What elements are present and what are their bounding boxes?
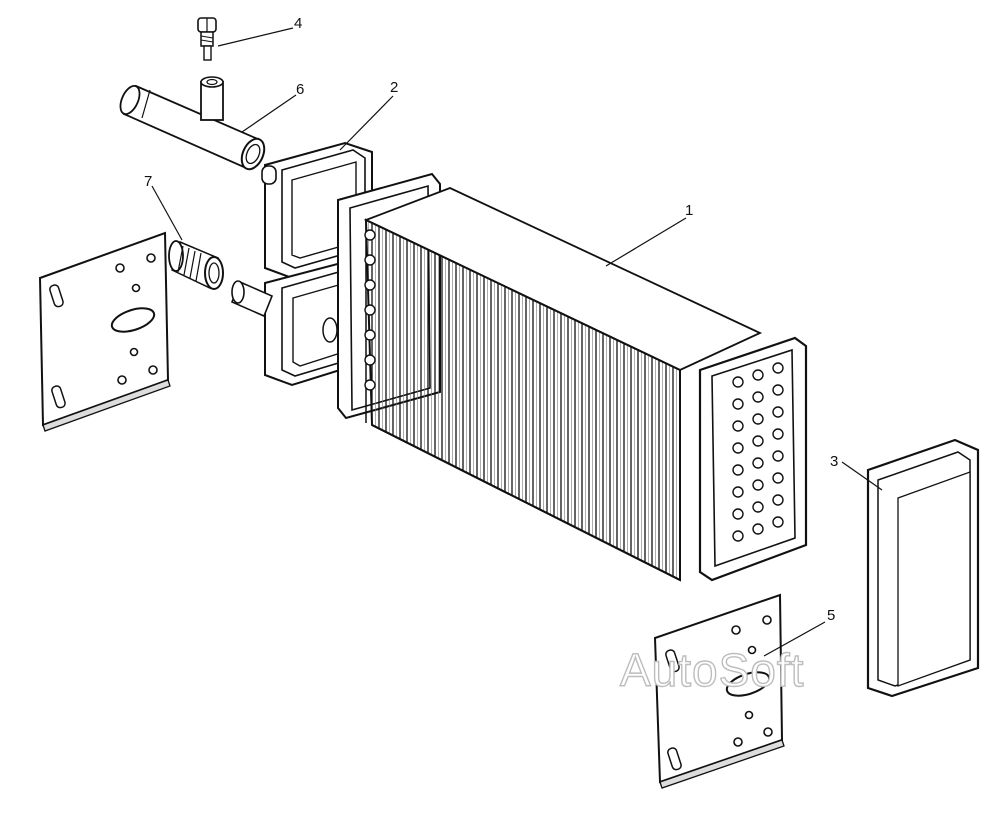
callout-6: 6 [296, 81, 304, 98]
callout-1: 1 [685, 202, 693, 219]
hose-coupling [168, 240, 224, 290]
watermark-text: AutoSoft [620, 644, 804, 696]
bleed-screw [197, 17, 217, 61]
callout-3: 3 [830, 453, 838, 470]
callout-5: 5 [827, 607, 835, 624]
heater-core [363, 187, 763, 582]
inlet-pipe [119, 76, 266, 171]
mounting-plate-left [38, 231, 171, 432]
callout-4: 4 [294, 15, 302, 32]
end-cover [866, 438, 980, 698]
mounting-plate-right [653, 593, 785, 789]
callout-7: 7 [144, 173, 152, 190]
rear-tube-plate [698, 336, 808, 582]
callout-2: 2 [390, 79, 398, 96]
tube-ends-front [364, 229, 376, 391]
leader-lines [151, 27, 883, 657]
